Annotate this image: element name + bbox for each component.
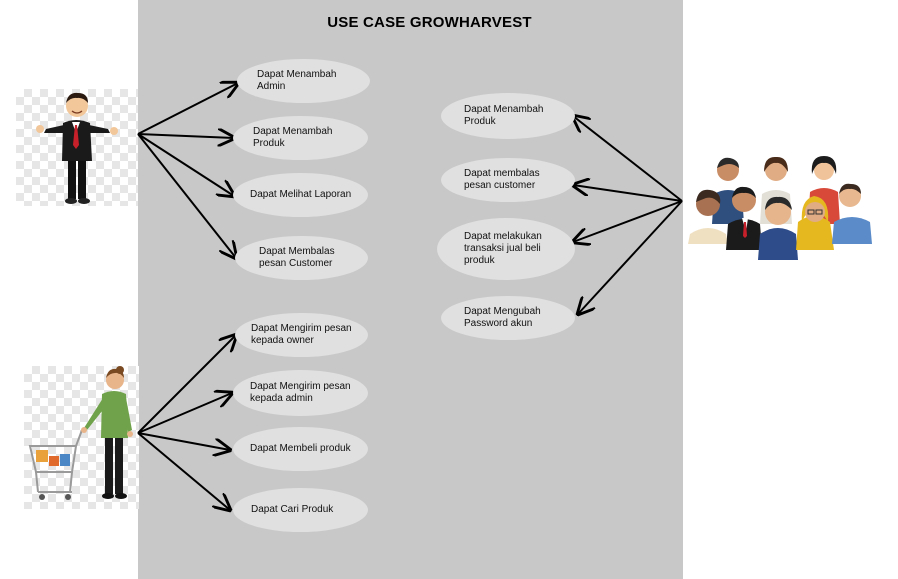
usecase-transaction: Dapat melakukan transaksi jual beli prod… — [437, 218, 575, 280]
usecase-label: Dapat Melihat Laporan — [250, 189, 352, 200]
usecase-label: Dapat Mengubah Password akun — [464, 306, 541, 329]
usecase-label: Dapat Menambah Produk — [253, 126, 333, 149]
usecase-send-to-admin: Dapat Mengirim pesan kepada admin — [233, 370, 368, 416]
usecase-label: Dapat Menambah Admin — [257, 69, 337, 92]
usecase-label: Dapat membalas pesan customer — [464, 168, 540, 191]
arrow-customer-send-admin — [137, 393, 232, 434]
customer-actor — [24, 366, 139, 509]
arrow-customer-buy — [137, 432, 230, 450]
admin-actor — [684, 152, 876, 262]
arrow-customer-search — [137, 432, 230, 510]
usecase-label: Dapat Membalas pesan Customer — [259, 246, 335, 269]
arrow-admin-change-password — [578, 200, 683, 314]
usecase-reply-customer-admin: Dapat membalas pesan customer — [441, 158, 575, 202]
usecase-view-report: Dapat Melihat Laporan — [233, 173, 368, 217]
usecase-add-product-admin: Dapat Menambah Produk — [441, 93, 575, 139]
arrow-admin-transaction — [573, 200, 683, 242]
arrow-owner-view-report — [137, 133, 234, 196]
usecase-label: Dapat Mengirim pesan kepada owner — [251, 323, 352, 346]
businessman-icon — [36, 92, 118, 204]
arrow-owner-add-product — [137, 134, 234, 138]
usecase-send-to-owner: Dapat Mengirim pesan kepada owner — [235, 313, 368, 357]
arrow-customer-send-owner — [137, 335, 236, 434]
usecase-change-password: Dapat Mengubah Password akun — [441, 296, 575, 340]
usecase-add-admin: Dapat Menambah Admin — [237, 59, 370, 103]
people-group-icon — [688, 156, 872, 260]
usecase-label: Dapat Cari Produk — [251, 504, 334, 515]
arrow-owner-add-admin — [137, 83, 238, 135]
usecase-label: Dapat Membeli produk — [250, 443, 351, 454]
usecase-label: Dapat melakukan transaksi jual beli prod… — [464, 231, 542, 266]
arrow-admin-add-product — [573, 116, 683, 202]
shopper-with-cart-icon — [28, 366, 133, 500]
diagram-title: USE CASE GROWHARVEST — [327, 14, 532, 31]
arrow-admin-reply-customer — [573, 185, 683, 202]
arrow-owner-reply-customer — [137, 133, 236, 258]
usecase-search-product: Dapat Cari Produk — [233, 488, 368, 532]
owner-actor — [16, 89, 138, 206]
usecase-add-product-owner: Dapat Menambah Produk — [233, 116, 368, 160]
usecase-reply-customer-owner: Dapat Membalas pesan Customer — [235, 236, 368, 280]
usecase-label: Dapat Menambah Produk — [464, 104, 544, 127]
usecase-label: Dapat Mengirim pesan kepada admin — [250, 381, 351, 404]
usecase-buy-product: Dapat Membeli produk — [233, 427, 368, 471]
